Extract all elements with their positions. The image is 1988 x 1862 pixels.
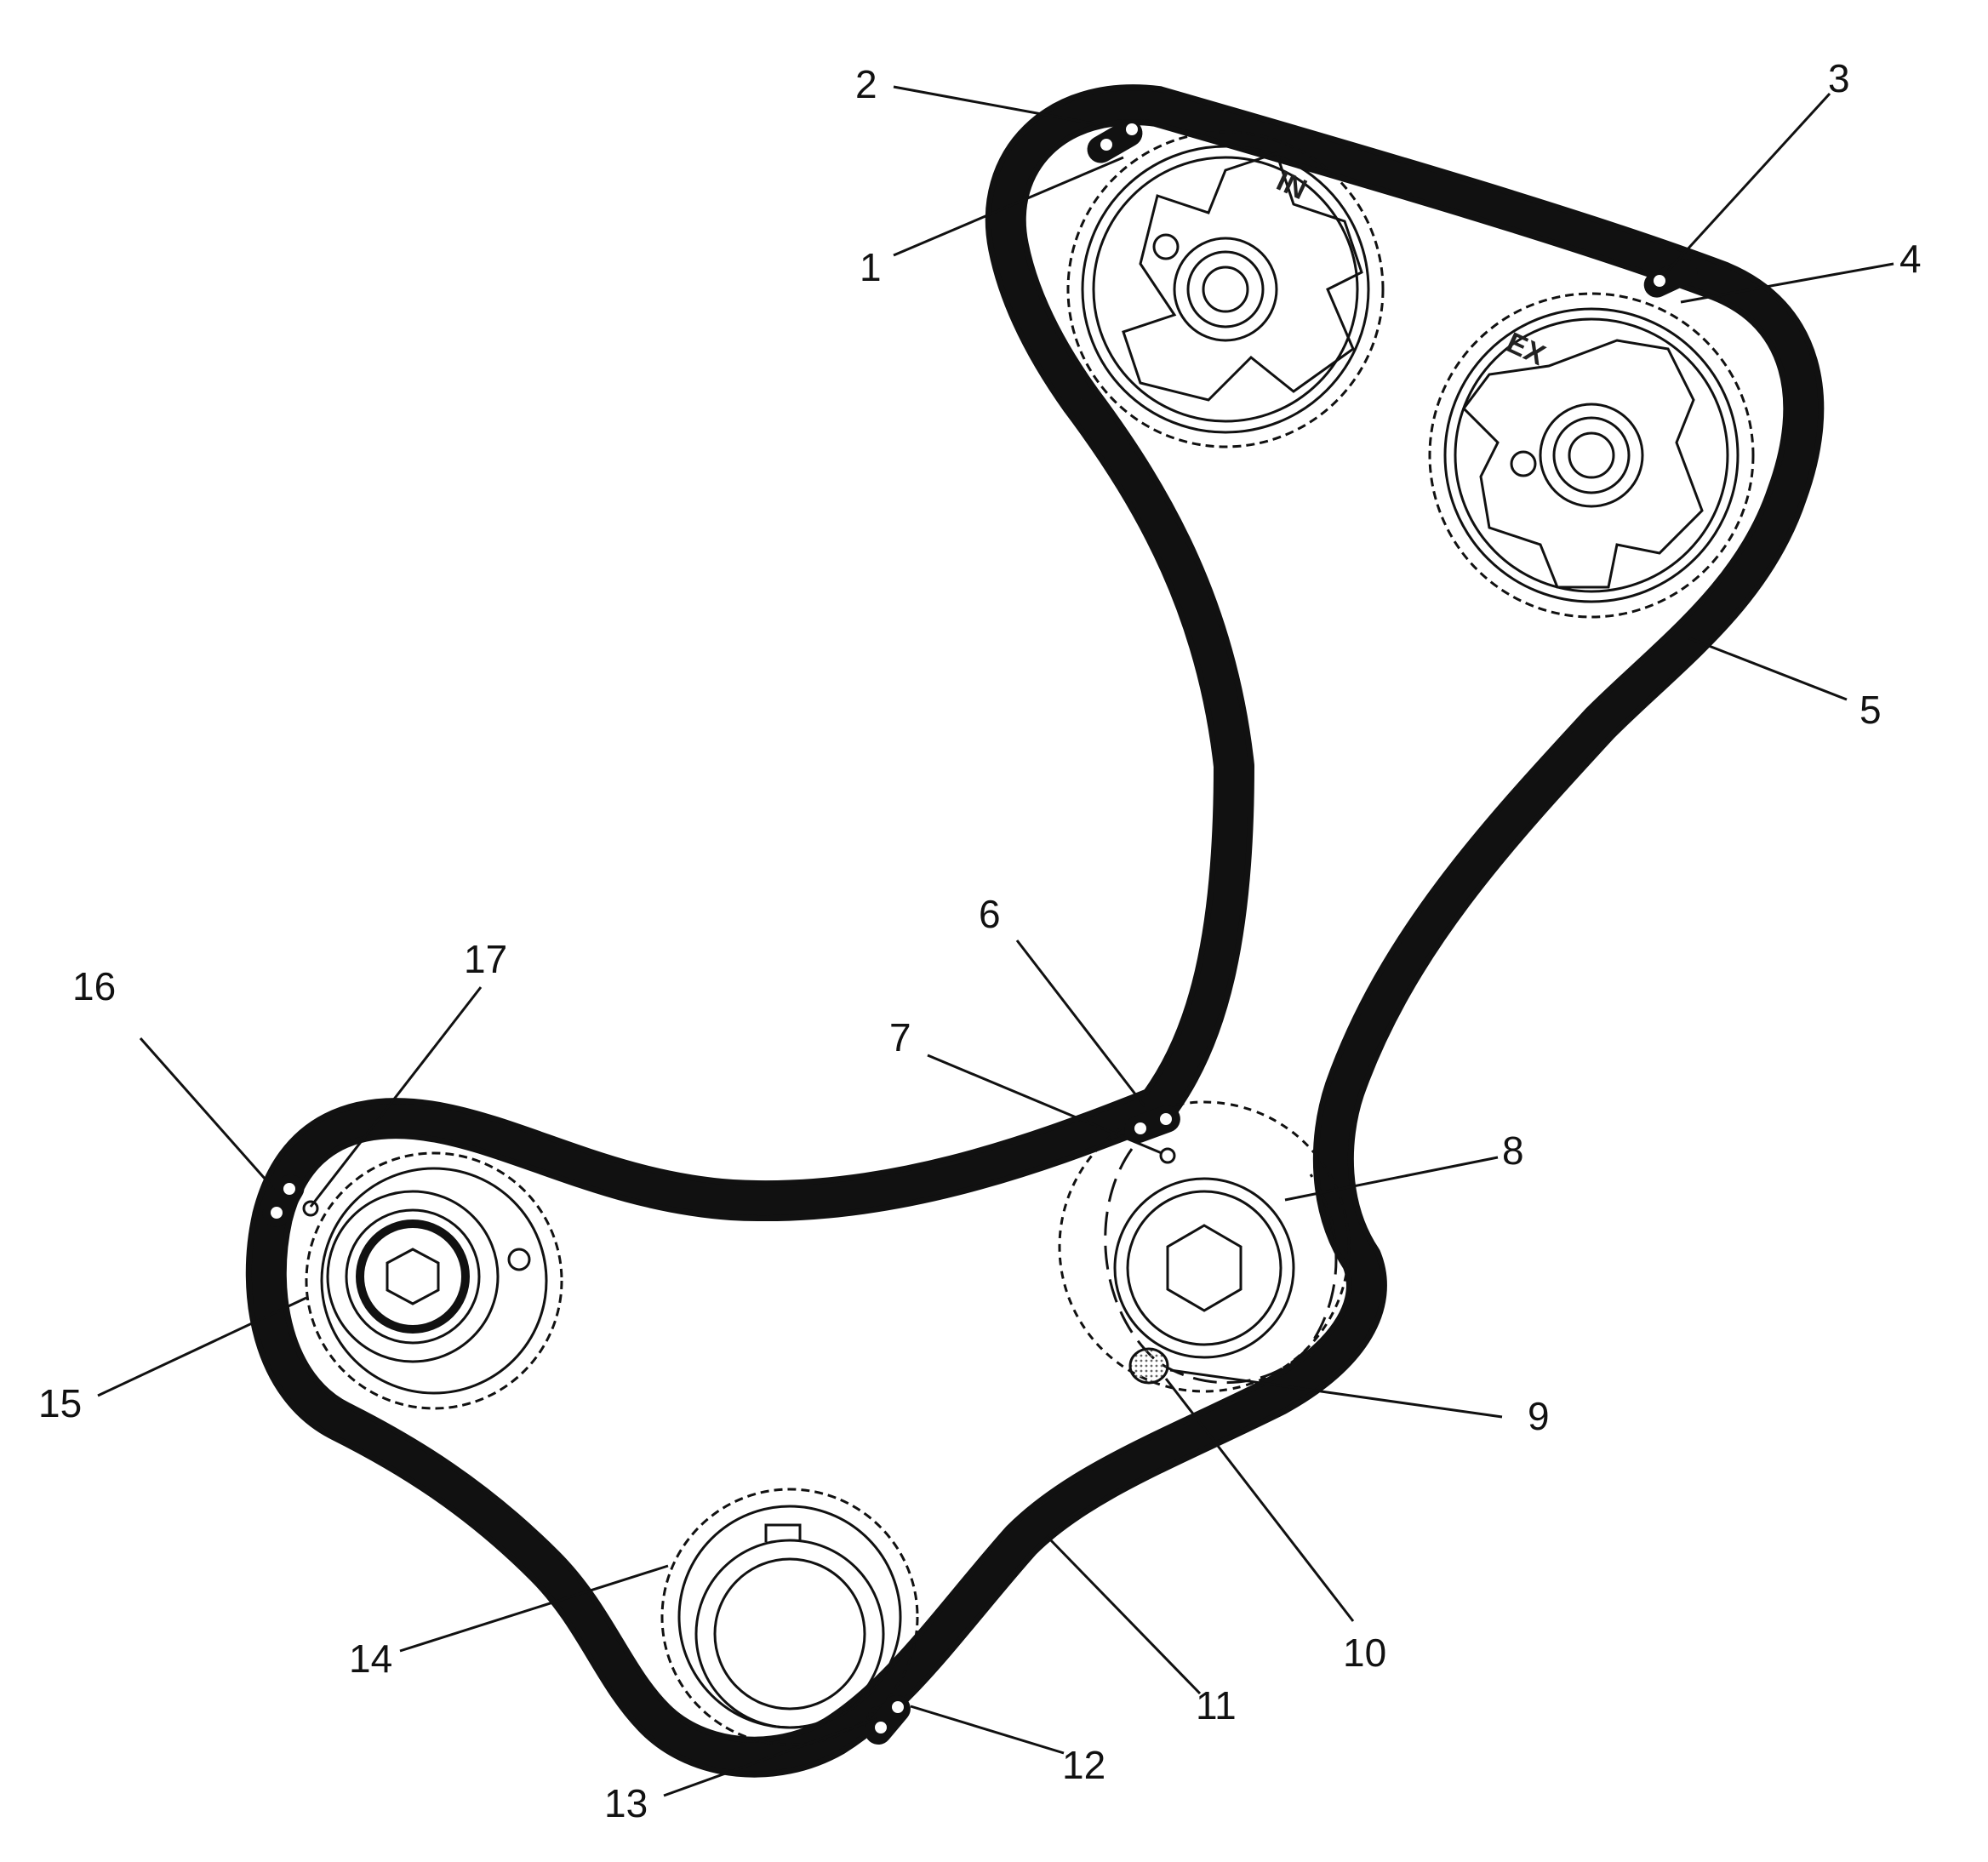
crankshaft-sprocket [660, 1488, 919, 1746]
callout-4: 4 [1899, 237, 1922, 281]
water-pump-sprocket [302, 1151, 563, 1410]
tensioner-pin [1128, 1347, 1169, 1385]
callout-15: 15 [38, 1381, 82, 1425]
callout-labels: 1 2 3 4 5 6 7 8 9 10 11 12 13 14 15 16 1… [38, 56, 1922, 1825]
timing-mark-exhaust [1643, 259, 1698, 298]
callout-6: 6 [979, 892, 1001, 936]
callout-8: 8 [1502, 1128, 1524, 1173]
callout-1: 1 [860, 245, 882, 289]
callout-13: 13 [604, 1781, 648, 1825]
timing-mark-tensioner [1124, 1105, 1180, 1144]
timing-mark-crankshaft [865, 1694, 911, 1745]
callout-16: 16 [72, 964, 116, 1008]
callout-17: 17 [464, 937, 507, 981]
timing-mark-intake [1087, 119, 1143, 163]
leader-lines [97, 85, 1894, 1797]
callout-11: 11 [1196, 1683, 1237, 1728]
callout-9: 9 [1528, 1394, 1550, 1438]
callout-7: 7 [889, 1015, 911, 1060]
timing-marks [262, 119, 1698, 1745]
callout-10: 10 [1343, 1631, 1386, 1675]
callout-3: 3 [1828, 56, 1850, 100]
callout-14: 14 [349, 1636, 392, 1681]
timing-belt [245, 84, 1825, 1778]
exhaust-camshaft-sprocket: EX [1428, 292, 1755, 619]
timing-mark-water-pump [262, 1174, 305, 1227]
tensioner-pulley [1058, 1100, 1351, 1393]
callout-5: 5 [1859, 688, 1882, 732]
callout-2: 2 [855, 62, 877, 106]
callout-12: 12 [1062, 1743, 1105, 1787]
